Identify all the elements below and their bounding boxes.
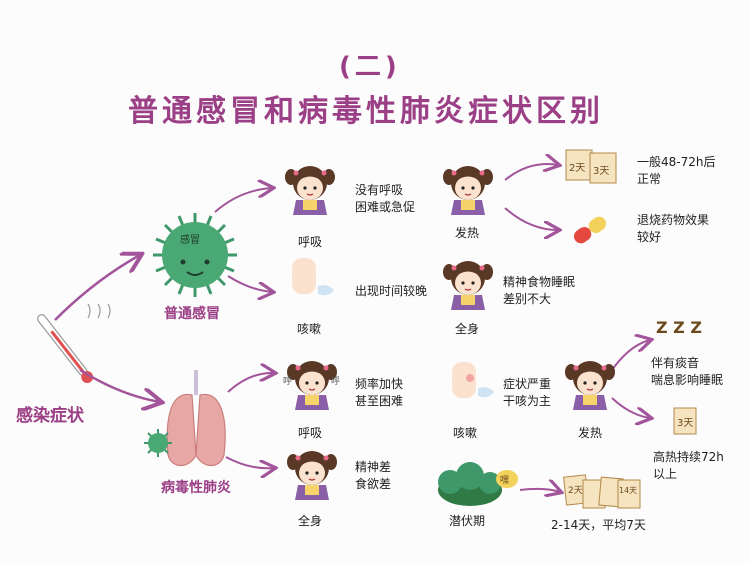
girl-body-icon xyxy=(442,260,494,311)
girl-pneu-breathing-icon xyxy=(286,360,338,411)
incubation-card-1: 2天 xyxy=(568,486,583,496)
incubation-bubble: 嘿 xyxy=(500,476,510,486)
pneu-cough-spray-icon xyxy=(478,387,494,398)
incubation-card-2: 14天 xyxy=(619,486,638,495)
pneu-cough-label: 咳嗽 xyxy=(453,426,478,440)
pneu-cough-note-1: 症状严重 xyxy=(503,377,552,391)
pneu-body-note-1: 精神差 xyxy=(355,460,392,474)
cold-med-note-1: 退烧药物效果 xyxy=(637,213,710,227)
virus-text: 感冒 xyxy=(180,235,200,246)
root-label: 感染症状 xyxy=(16,406,84,426)
calendar-cards-icon xyxy=(565,149,617,184)
pneu-breathing-note-2: 甚至困难 xyxy=(355,394,404,408)
incubation-cards-icon xyxy=(563,474,641,509)
pneu-cough-note-2: 干咳为主 xyxy=(503,394,552,408)
arrow-pneu-highfever xyxy=(611,397,650,418)
girl-fever-icon xyxy=(442,165,494,216)
pill-icon xyxy=(573,216,607,244)
arrow-incubation xyxy=(519,489,560,492)
arrow-cold-breathing xyxy=(214,188,272,213)
cough-redness-icon xyxy=(466,374,474,382)
pneu-body-label: 全身 xyxy=(298,514,323,528)
incubation-label: 潜伏期 xyxy=(449,514,486,528)
cold-med-note-2: 较好 xyxy=(637,230,662,244)
cold-breathing-note-1: 没有呼吸 xyxy=(355,183,404,197)
arrow-fever-duration xyxy=(504,164,558,181)
arrow-cold-cough xyxy=(227,275,272,292)
cough-spray-icon xyxy=(318,285,334,296)
cold-body-label: 全身 xyxy=(455,322,480,336)
cold-duration-note-1: 一般48-72h后 xyxy=(637,155,716,169)
pneu-sleep-note-2: 喘息影响睡眠 xyxy=(651,373,724,387)
arrow-pneu-sleep xyxy=(611,340,650,371)
arrow-pneu-body xyxy=(225,456,274,468)
pneu-breathing-label: 呼吸 xyxy=(298,426,323,440)
cold-breathing-label: 呼吸 xyxy=(298,235,323,249)
cold-breathing-note-2: 困难或急促 xyxy=(355,200,416,214)
cold-label: 普通感冒 xyxy=(164,306,220,322)
section-number: (二) xyxy=(339,52,401,82)
pneu-fever-label: 发热 xyxy=(578,426,603,440)
cold-body-note-2: 差别不大 xyxy=(503,292,552,306)
pneu-highfever-note-1: 高热持续72h xyxy=(653,450,724,464)
cold-cough-label: 咳嗽 xyxy=(297,322,322,336)
thermometer-icon xyxy=(37,303,111,384)
high-fever-card-text: 3天 xyxy=(677,418,694,429)
cold-duration-note-2: 正常 xyxy=(637,172,662,186)
lungs-icon xyxy=(166,370,226,467)
pneu-breathing-note-1: 频率加快 xyxy=(355,377,404,391)
small-virus-icon xyxy=(144,429,172,457)
incubation-note: 2-14天，平均7天 xyxy=(551,518,646,532)
arrow-to-pneumonia xyxy=(79,368,160,402)
cough-face-icon xyxy=(292,258,316,294)
arrow-pneu-breathing xyxy=(227,373,274,393)
girl-pneu-body-icon xyxy=(286,450,338,501)
girl-breathing-icon xyxy=(284,165,336,216)
cold-virus-icon xyxy=(153,213,237,297)
incubation-virus-icon xyxy=(438,462,518,506)
pneumonia-label: 病毒性肺炎 xyxy=(161,480,231,496)
pneu-sleep-note-1: 伴有痰音 xyxy=(651,356,700,370)
cold-card-2: 3天 xyxy=(593,166,610,177)
cold-body-note-1: 精神食物睡眠 xyxy=(503,275,576,289)
cold-cough-note: 出现时间较晚 xyxy=(355,284,428,298)
pneu-body-note-2: 食欲差 xyxy=(355,477,392,491)
page-title: 普通感冒和病毒性肺炎症状区别 xyxy=(128,94,604,129)
pneu-cough-face-icon xyxy=(452,362,476,398)
cold-card-1: 2天 xyxy=(569,163,586,174)
high-fever-card-icon xyxy=(673,407,697,435)
arrow-to-cold xyxy=(54,255,140,321)
breath-bubble-1: 呼 xyxy=(283,377,293,387)
arrow-fever-medicine xyxy=(504,207,558,230)
girl-pneu-fever-icon xyxy=(564,360,616,411)
pneu-highfever-note-2: 以上 xyxy=(653,467,678,481)
breath-bubble-2: 呼 xyxy=(331,377,341,387)
zzz-icon: Z Z Z xyxy=(656,318,702,337)
cold-fever-label: 发热 xyxy=(455,226,480,240)
